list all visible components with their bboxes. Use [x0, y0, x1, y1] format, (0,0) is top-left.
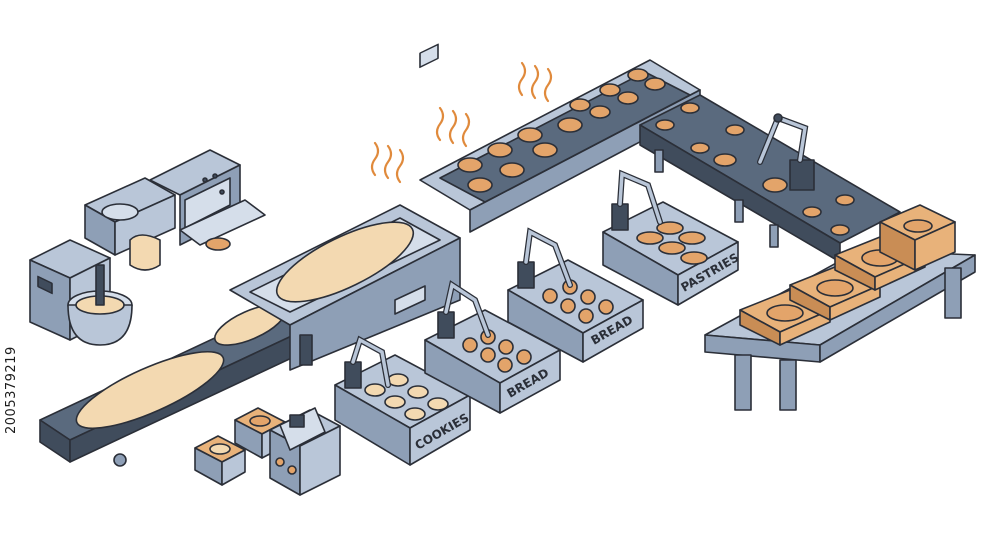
bread-crate-back: BREAD — [507, 259, 644, 363]
dough-conveyor — [39, 297, 331, 467]
dough-press-machine-icon — [84, 149, 266, 271]
ingredient-bins — [194, 407, 286, 486]
baking-conveyor — [419, 59, 701, 233]
dough-sheeter-machine — [229, 43, 461, 371]
robot-arm-icon — [437, 280, 491, 339]
sorting-conveyor — [639, 94, 901, 263]
cardboard-box-icon — [739, 204, 956, 346]
bread-crate-front: BREAD — [424, 309, 561, 414]
robot-arm-icon — [611, 169, 663, 231]
control-panel-icon — [269, 407, 341, 496]
cookies-on-sorting-belt — [655, 102, 855, 236]
robot-arm-icon — [757, 113, 815, 191]
cookies-crate: COOKIES — [334, 354, 471, 466]
steam-icon — [370, 61, 553, 184]
pastries-crate: PASTRIES — [602, 201, 741, 306]
stand-mixer-icon — [29, 239, 133, 346]
baked-goods-on-oven-belt — [457, 68, 666, 193]
robot-arm-icon — [344, 335, 391, 389]
robot-arm-icon — [517, 227, 573, 289]
